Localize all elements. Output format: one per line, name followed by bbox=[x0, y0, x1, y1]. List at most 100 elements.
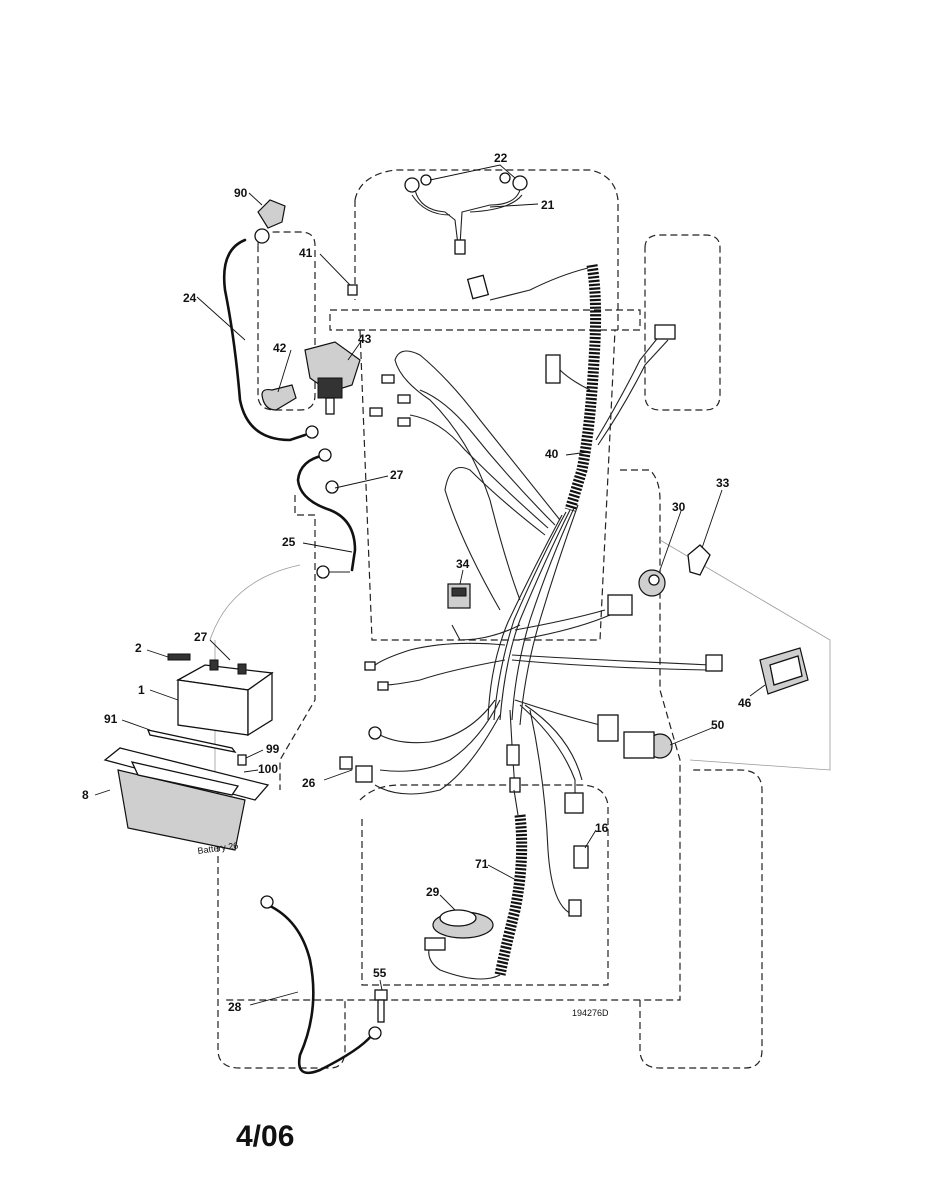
switch-34-rocker bbox=[451, 587, 467, 597]
leader-22 bbox=[429, 164, 516, 181]
solenoid-base bbox=[317, 377, 343, 399]
drawing-code: 194276D bbox=[572, 1008, 609, 1018]
cable-24-ring-bottom bbox=[305, 425, 319, 439]
branch-to-26 bbox=[379, 699, 501, 772]
cable-25-ring-top bbox=[318, 448, 332, 462]
label-24: 24 bbox=[183, 291, 197, 305]
terminal-a bbox=[381, 374, 395, 384]
solenoid-post bbox=[325, 397, 335, 415]
harness-plug-30 bbox=[607, 594, 633, 616]
fuse-90-shape bbox=[257, 199, 286, 229]
harness-side-plug-wire bbox=[559, 369, 591, 391]
terminal-d bbox=[397, 417, 411, 427]
cable-24 bbox=[222, 238, 307, 442]
cable-25 bbox=[296, 453, 357, 572]
boot-42 bbox=[261, 384, 297, 411]
front-wheel-left bbox=[257, 231, 316, 411]
branch-to-50 bbox=[514, 699, 601, 726]
switch-50 bbox=[623, 731, 673, 759]
label-25: 25 bbox=[282, 535, 296, 549]
screw-41-shape bbox=[347, 284, 358, 296]
label-27-top: 27 bbox=[390, 468, 404, 482]
label-99: 99 bbox=[266, 742, 280, 756]
screw-99-shape bbox=[237, 754, 247, 766]
label-22: 22 bbox=[494, 151, 508, 165]
switch-16 bbox=[573, 845, 589, 869]
conduit-71-body bbox=[494, 814, 528, 977]
harness-plug-lower bbox=[564, 792, 584, 814]
harness-plug-seat bbox=[568, 899, 582, 917]
hour-meter-46-face bbox=[769, 655, 803, 686]
branch-ring bbox=[379, 699, 496, 744]
label-33: 33 bbox=[716, 476, 730, 490]
harness-right-plug-wire bbox=[595, 334, 661, 441]
hood-outline bbox=[354, 169, 619, 330]
bulb-right bbox=[512, 175, 528, 191]
cable-28-ring-bottom bbox=[368, 1026, 382, 1040]
battery-1 bbox=[175, 659, 274, 737]
battery-cables bbox=[222, 228, 382, 1075]
label-30: 30 bbox=[672, 500, 686, 514]
boot-42-shape bbox=[261, 384, 297, 411]
front-wheel-right bbox=[644, 234, 721, 411]
label-46: 46 bbox=[738, 696, 752, 710]
label-41: 41 bbox=[299, 246, 313, 260]
body-outline bbox=[225, 469, 681, 1001]
seat-outline bbox=[359, 784, 609, 986]
label-43: 43 bbox=[358, 332, 372, 346]
label-91: 91 bbox=[104, 712, 118, 726]
bolt-55 bbox=[374, 989, 388, 1023]
harness-left-branches bbox=[394, 350, 561, 601]
washer-27-top bbox=[325, 480, 339, 494]
conduit-71 bbox=[428, 789, 528, 980]
leader-lines bbox=[94, 192, 766, 1006]
label-90: 90 bbox=[234, 186, 248, 200]
screw-99 bbox=[237, 754, 247, 766]
switch-26-tab bbox=[339, 756, 353, 770]
harness-conduit bbox=[564, 264, 602, 512]
battery-box-8 bbox=[103, 747, 270, 851]
terminal-e bbox=[364, 661, 376, 671]
battery-post-b bbox=[237, 663, 247, 675]
branch-down-a bbox=[519, 704, 576, 795]
branch-seat bbox=[529, 709, 576, 916]
label-26: 26 bbox=[302, 776, 316, 790]
label-55: 55 bbox=[373, 966, 387, 980]
headlight-plug bbox=[454, 239, 466, 255]
label-21: 21 bbox=[541, 198, 555, 212]
switch-50-base bbox=[623, 731, 655, 759]
bolt-55-head bbox=[374, 989, 388, 1001]
label-100: 100 bbox=[258, 762, 278, 776]
battery-box-body bbox=[117, 769, 246, 851]
harness-plug-46 bbox=[705, 654, 723, 672]
battery-box-inner bbox=[130, 761, 240, 796]
bolt-2 bbox=[167, 653, 191, 661]
ring-terminal bbox=[368, 726, 382, 740]
bolt-55-shank bbox=[377, 999, 385, 1023]
seat-switch-top bbox=[439, 909, 477, 927]
bulb-left-b bbox=[420, 174, 432, 186]
cable-28-ring-top bbox=[260, 895, 274, 909]
bulb-right-b bbox=[499, 172, 511, 184]
label-42: 42 bbox=[273, 341, 287, 355]
branch-to-30 bbox=[514, 609, 606, 631]
label-29: 29 bbox=[426, 885, 440, 899]
cable-28 bbox=[266, 903, 374, 1075]
ignition-switch-core bbox=[648, 574, 660, 586]
harness-lower-branches bbox=[364, 594, 723, 917]
conduit-71-top bbox=[513, 789, 519, 816]
label-8: 8 bbox=[82, 788, 89, 802]
fender-line bbox=[209, 539, 831, 771]
seat-switch-29 bbox=[424, 909, 494, 951]
headlight-wire bbox=[414, 189, 521, 246]
harness-side-plug bbox=[545, 354, 561, 384]
harness-plug-mid bbox=[506, 744, 520, 766]
switch-26-body bbox=[355, 765, 373, 783]
cable-24-ring-top bbox=[254, 228, 270, 244]
branch-to-46 bbox=[511, 654, 711, 666]
hour-meter-46 bbox=[759, 647, 809, 695]
screw-41 bbox=[347, 284, 358, 296]
harness-plug-mid-b bbox=[509, 777, 521, 793]
label-27-battery: 27 bbox=[194, 630, 208, 644]
